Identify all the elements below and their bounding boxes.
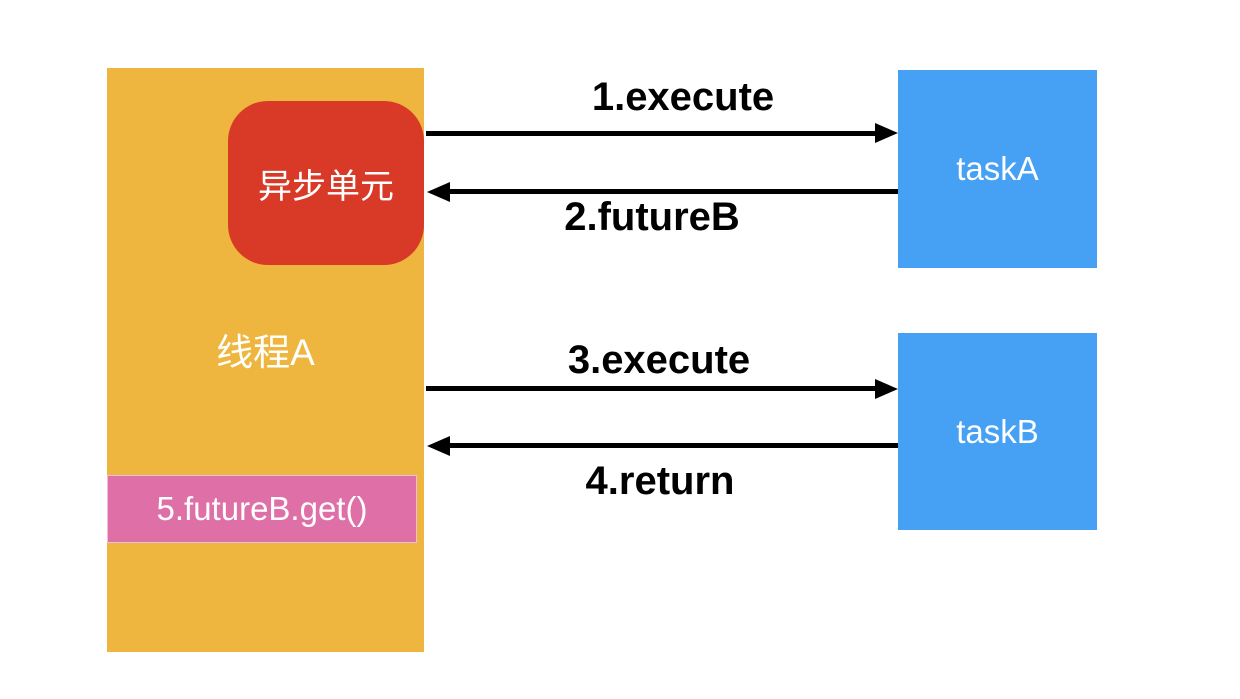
async-unit-label: 异步单元 (258, 167, 394, 206)
task-b-label: taskB (956, 412, 1039, 450)
task-b-box: taskB (898, 333, 1097, 530)
task-a-box: taskA (898, 70, 1097, 268)
arrow-2-label: 2.futureB (564, 195, 740, 239)
arrow-1-label: 1.execute (591, 75, 775, 119)
arrow-1-line (426, 131, 878, 136)
arrow-3-right-arrowhead-icon (875, 379, 898, 399)
arrow-4-left-arrowhead-icon (427, 436, 450, 456)
task-a-label: taskA (956, 150, 1039, 187)
arrow-1-right-arrowhead-icon (875, 123, 898, 143)
arrow-3-label: 3.execute (567, 338, 751, 382)
arrow-4-label: 4.return (585, 459, 735, 503)
arrow-2-left-arrowhead-icon (427, 182, 450, 202)
future-get-label: 5.futureB.get() (156, 490, 368, 527)
future-get-box: 5.futureB.get() (107, 475, 417, 543)
arrow-4-line (450, 443, 898, 448)
arrow-2-line (450, 189, 898, 194)
arrow-3-line (426, 386, 878, 391)
thread-a-label: 线程A (216, 332, 315, 373)
async-unit-box: 异步单元 (228, 101, 424, 265)
